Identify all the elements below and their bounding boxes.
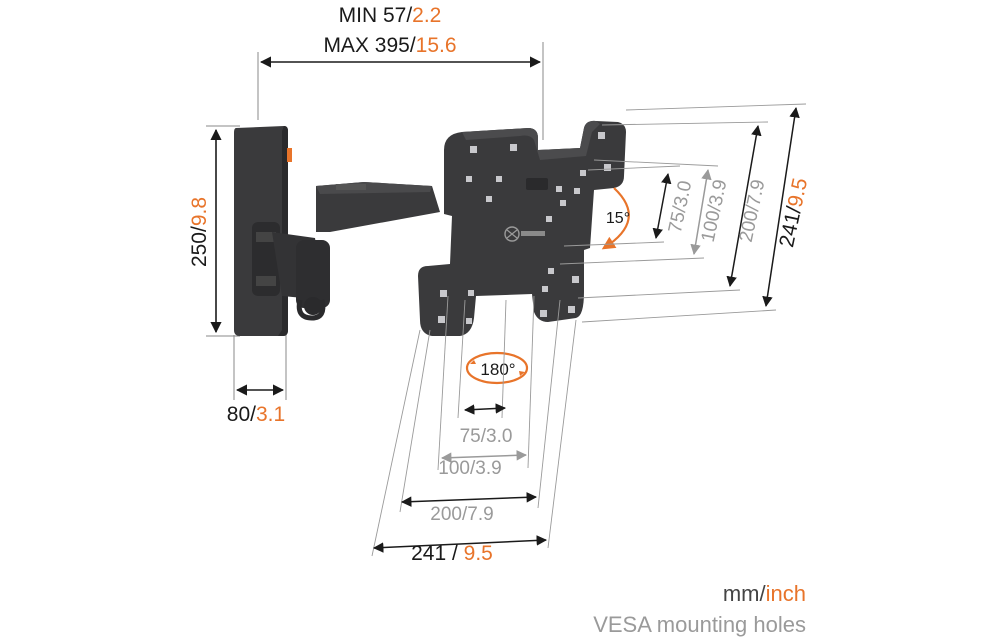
unit-legend: mm/inch <box>723 581 806 606</box>
tilt-indicator: 15° <box>601 187 630 250</box>
min-distance-label: MIN 57/2.2 <box>339 4 442 27</box>
vesa-vertical-75-label: 75/3.0 <box>665 179 697 235</box>
vesa-horizontal-dimensions: 75/3.0 100/3.9 200/7.9 241 / 9.5 <box>371 295 577 565</box>
height-label: 250/9.8 <box>188 197 211 267</box>
vesa-vertical-100-label: 100/3.9 <box>698 178 732 244</box>
orange-tab-icon <box>287 148 292 162</box>
swivel-label: 180° <box>480 360 515 379</box>
vesa-horizontal-200-label: 200/7.9 <box>430 504 493 525</box>
top-dimension: MIN 57/2.2 MAX 395/15.6 <box>257 4 544 140</box>
vesa-horizontal-75-label: 75/3.0 <box>460 426 513 447</box>
width-dimension: 80/3.1 <box>227 335 287 426</box>
legend: mm/inch VESA mounting holes <box>593 581 806 637</box>
vesa-vertical-dimensions: 75/3.0 100/3.9 200/7.9 241/9.5 <box>559 103 812 323</box>
vesa-horizontal-100-label: 100/3.9 <box>438 458 501 479</box>
vesa-plate-icon <box>418 120 626 336</box>
vesa-vertical-200-label: 200/7.9 <box>736 178 770 244</box>
swivel-indicator: 180° <box>465 351 529 385</box>
height-dimension: 250/9.8 <box>188 125 240 337</box>
max-distance-label: MAX 395/15.6 <box>323 34 456 57</box>
logo-mark-icon <box>504 226 545 242</box>
vesa-caption: VESA mounting holes <box>593 612 806 637</box>
width-label: 80/3.1 <box>227 403 285 426</box>
tilt-label: 15° <box>606 210 630 227</box>
vesa-vertical-241-label: 241/9.5 <box>775 176 812 249</box>
vesa-horizontal-241-label: 241 / 9.5 <box>411 542 493 565</box>
swivel-arm-icon <box>252 182 440 321</box>
